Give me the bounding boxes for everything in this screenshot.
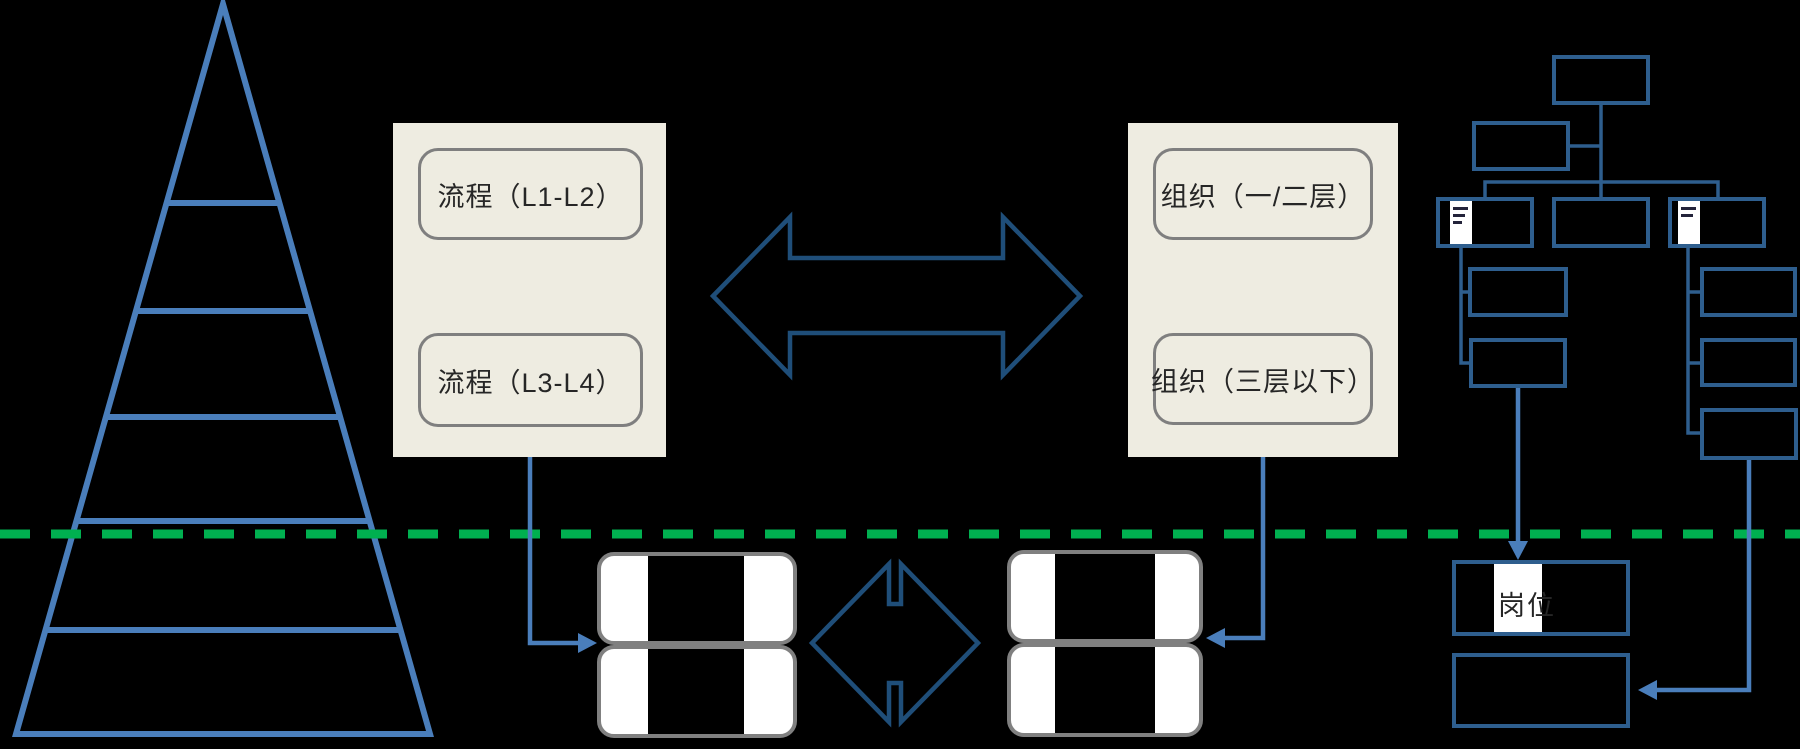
org-tier3-label: 组织（三层以下） bbox=[1151, 366, 1375, 397]
org-chart-right-sub-node-3 bbox=[1700, 408, 1798, 460]
process-l3-l4-box: 流程（L3-L4） bbox=[418, 333, 643, 427]
org-tier12-label: 组织（一/二层） bbox=[1160, 181, 1366, 212]
process-l1-l2-label: 流程（L1-L2） bbox=[437, 181, 624, 212]
pyramid-outline bbox=[12, 0, 434, 737]
right-table-row-top bbox=[1007, 550, 1203, 643]
table-sync-arrow bbox=[808, 558, 982, 728]
org-tier3-box: 组织（三层以下） bbox=[1151, 333, 1375, 425]
orgchart-to-position-connector bbox=[1508, 388, 1528, 560]
process-org-sync-arrow bbox=[709, 211, 1084, 381]
left-table-row-bottom bbox=[597, 645, 797, 738]
table-cell-band bbox=[648, 649, 744, 734]
org-chart-left-sub-node-1 bbox=[1468, 267, 1568, 317]
org-to-table-connector bbox=[1206, 425, 1266, 648]
process-to-table-connector bbox=[527, 427, 597, 653]
org-chart-child-node-3 bbox=[1668, 197, 1766, 248]
left-table-row-top bbox=[597, 552, 797, 645]
org-chart-right-sub-node-1 bbox=[1700, 267, 1797, 317]
position-box: 岗位 bbox=[1452, 560, 1630, 636]
org-chart-right-sub-node-2 bbox=[1700, 338, 1797, 387]
org-chart-child-node-2 bbox=[1552, 197, 1650, 248]
org-chart-left-sub-node-2 bbox=[1469, 338, 1567, 388]
org-chart-child-node-1 bbox=[1436, 197, 1534, 248]
org-chart-root-node bbox=[1552, 55, 1650, 105]
table-cell-band bbox=[1055, 554, 1155, 639]
orgchart-to-lower-box-connector bbox=[1638, 460, 1752, 700]
table-cell-band bbox=[648, 556, 744, 641]
right-table-row-bottom bbox=[1007, 643, 1203, 737]
position-label: 岗位 bbox=[1498, 591, 1556, 621]
lower-position-box bbox=[1452, 653, 1630, 728]
process-l1-l2-box: 流程（L1-L2） bbox=[418, 148, 643, 240]
org-tier12-box: 组织（一/二层） bbox=[1153, 148, 1373, 240]
node-highlight-stripe bbox=[1678, 201, 1700, 244]
node-highlight-stripe bbox=[1450, 201, 1472, 244]
org-chart-assistant-node bbox=[1472, 121, 1570, 171]
table-cell-band bbox=[1055, 647, 1155, 733]
process-l3-l4-label: 流程（L3-L4） bbox=[437, 367, 624, 398]
position-highlight-stripe bbox=[1494, 564, 1542, 632]
pyramid-shape bbox=[12, 0, 434, 737]
